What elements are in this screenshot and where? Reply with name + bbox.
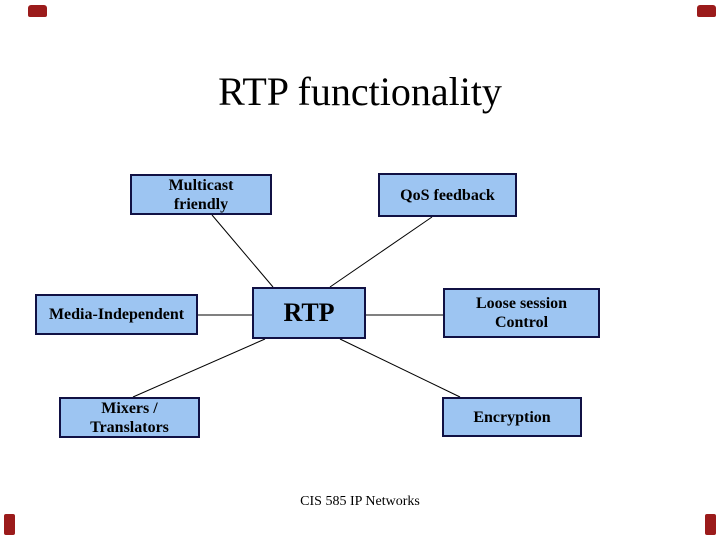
connector-rtp-multicast — [211, 214, 274, 288]
node-label: Loose session Control — [475, 295, 568, 331]
node-encryption: Encryption — [442, 397, 582, 437]
node-loose-session-control: Loose session Control — [443, 288, 600, 338]
node-label: Mixers / Translators — [90, 399, 169, 436]
node-label: Media-Independent — [48, 306, 185, 323]
node-label: QoS feedback — [400, 186, 495, 204]
connector-rtp-encryption — [339, 338, 461, 398]
frame-corner-mark-top-left — [28, 5, 47, 17]
frame-corner-mark-top-right — [697, 5, 716, 17]
frame-corner-mark-bottom-right — [705, 514, 716, 535]
node-qos-feedback: QoS feedback — [378, 173, 517, 217]
slide-footer: CIS 585 IP Networks — [300, 494, 420, 509]
node-multicast-friendly: Multicast friendly — [130, 174, 272, 215]
node-label: Multicast friendly — [168, 176, 234, 213]
frame-corner-mark-bottom-left — [4, 514, 15, 535]
node-label: RTP — [283, 298, 335, 327]
node-mixers-translators: Mixers / Translators — [59, 397, 200, 438]
node-media-independent: Media-Independent — [35, 294, 198, 335]
node-rtp-center: RTP — [252, 287, 366, 339]
connector-rtp-qos — [329, 216, 433, 288]
node-label: Encryption — [473, 408, 551, 426]
connector-rtp-mixers — [132, 338, 266, 398]
slide-title: RTP functionality — [218, 69, 502, 114]
